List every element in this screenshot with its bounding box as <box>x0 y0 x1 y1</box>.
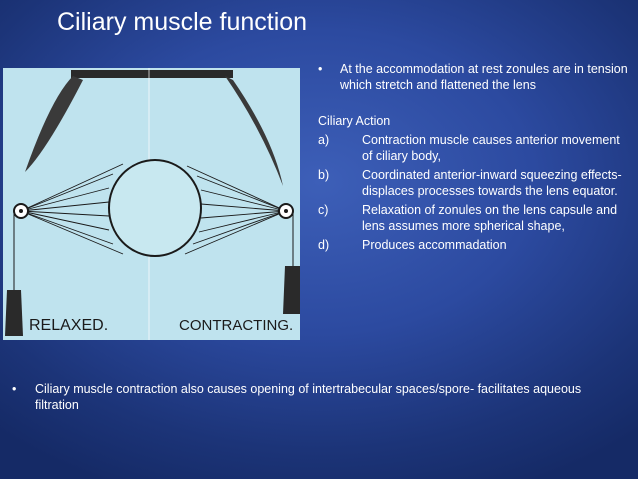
slide-title: Ciliary muscle function <box>57 8 308 36</box>
list-item-text: Relaxation of zonules on the lens capsul… <box>362 203 618 233</box>
ciliary-diagram: RELAXED. CONTRACTING. <box>3 68 300 340</box>
list-marker: b) <box>318 168 330 182</box>
intro-bullet: • At the accommodation at rest zonules a… <box>318 61 628 93</box>
bullet-glyph: • <box>318 62 323 76</box>
top-rod <box>71 70 233 78</box>
list-item: d) Produces accommadation <box>318 237 628 253</box>
bottom-bullet-text: Ciliary muscle contraction also causes o… <box>35 382 582 412</box>
lens <box>108 159 202 257</box>
ciliary-diagram-illustration: RELAXED. CONTRACTING. <box>5 68 300 340</box>
intro-bullet-text: At the accommodation at rest zonules are… <box>340 62 628 92</box>
relaxed-label: RELAXED. <box>29 317 108 334</box>
list-item-text: Contraction muscle causes anterior movem… <box>362 133 620 163</box>
right-muscle <box>225 76 283 186</box>
left-zonules <box>20 163 124 255</box>
list-marker: d) <box>318 238 330 252</box>
left-muscle <box>25 76 83 172</box>
list-item: a) Contraction muscle causes anterior mo… <box>318 132 628 164</box>
list-item: c) Relaxation of zonules on the lens cap… <box>318 202 628 234</box>
list-marker: c) <box>318 203 329 217</box>
bottom-bullet: • Ciliary muscle contraction also causes… <box>12 381 627 413</box>
right-weight <box>283 266 300 314</box>
list-item-text: Produces accommadation <box>362 238 507 252</box>
contracting-label: CONTRACTING. <box>179 317 293 334</box>
list-item: b) Coordinated anterior-inward squeezing… <box>318 167 628 199</box>
right-zonules <box>184 165 287 255</box>
section-label: Ciliary Action <box>318 114 391 128</box>
right-text-column: • At the accommodation at rest zonules a… <box>318 61 628 253</box>
list-marker: a) <box>318 133 330 147</box>
left-weight <box>5 290 23 336</box>
bullet-glyph: • <box>12 382 17 396</box>
list-item-text: Coordinated anterior-inward squeezing ef… <box>362 168 622 198</box>
